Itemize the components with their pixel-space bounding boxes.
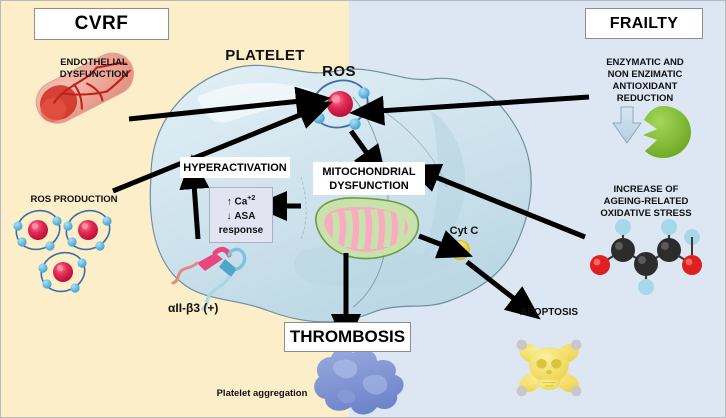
antioxidant-line1: ENZYMATIC AND [606, 57, 684, 68]
endothelial-line1: ENDOTHELIAL [60, 57, 128, 68]
arrow-cytc-to-apoptosis [465, 260, 541, 320]
oxidative-stress-molecule-icon [590, 219, 702, 295]
oxidative-line3: OXIDATIVE STRESS [600, 208, 692, 219]
calcium-line: ↑ Ca+2 [226, 195, 256, 208]
ros-label: ROS [322, 63, 356, 80]
integrin-receptor-icon [171, 246, 247, 311]
frailty-title-box: FRAILTY [585, 8, 703, 39]
endothelial-dysfunction-label: ENDOTHELIAL DYSFUNCTION [38, 57, 150, 81]
platelet-label: PLATELET [225, 47, 305, 64]
hyperactivation-label: HYPERACTIVATION [180, 157, 290, 178]
down-arrow-icon: ↓ [226, 210, 232, 222]
skull-icon [516, 339, 582, 397]
oxidative-line2: AGEING-RELATED [603, 196, 689, 207]
oxidative-line1: INCREASE OF [613, 184, 679, 195]
arrow-mito-to-cytc [418, 230, 474, 259]
cytochrome-c-icon [450, 240, 470, 260]
antioxidant-line4: REDUCTION [616, 93, 674, 104]
blood-vessel-icon [35, 52, 134, 124]
cyt-c-label: Cyt C [449, 225, 479, 237]
arrow-ros-to-mito [348, 129, 387, 181]
calcium-asa-box: ↑ Ca+2 ↓ ASA response [209, 187, 273, 243]
apoptosis-label: APOPTOSIS [519, 307, 579, 318]
platelet-aggregation-label: Platelet aggregation [216, 388, 308, 399]
oxidative-stress-label: INCREASE OF AGEING-RELATED OXIDATIVE STR… [585, 184, 707, 220]
mito-line1: MITOCHONDRIAL [322, 165, 416, 178]
thrombosis-box: THROMBOSIS [284, 322, 411, 352]
ros-production-icon [13, 209, 112, 293]
antioxidant-line2: NON ENZIMATIC [607, 69, 683, 80]
arrow-calcium-to-hyperactivation [179, 154, 210, 240]
cvrf-title-box: CVRF [34, 8, 169, 40]
platelet-aggregate-icon [314, 348, 404, 415]
mitochondrial-dysfunction-label: MITOCHONDRIAL DYSFUNCTION [313, 162, 425, 195]
antioxidant-reduction-icon [612, 106, 691, 158]
arrow-rosprod-to-ros [112, 100, 333, 194]
up-arrow-icon: ↑ [226, 196, 232, 208]
arrow-endothelial-to-ros [128, 86, 331, 122]
integrin-receptor-label: αII-β3 (+) [168, 301, 219, 315]
ros-production-label: ROS PRODUCTION [30, 194, 118, 205]
arrow-oxstress-to-mito [405, 163, 586, 240]
mitochondria-icon [315, 197, 420, 260]
antioxidant-line3: ANTIOXIDANT [612, 81, 678, 92]
asa-line: ↓ ASA [226, 210, 256, 222]
antioxidant-reduction-label: ENZYMATIC AND NON ENZIMATIC ANTIOXIDANT … [584, 57, 706, 105]
response-line: response [218, 224, 264, 236]
arrow-antioxidant-to-ros [349, 94, 590, 126]
endothelial-line2: DYSFUNCTION [59, 69, 129, 80]
mito-line2: DYSFUNCTION [329, 179, 409, 192]
